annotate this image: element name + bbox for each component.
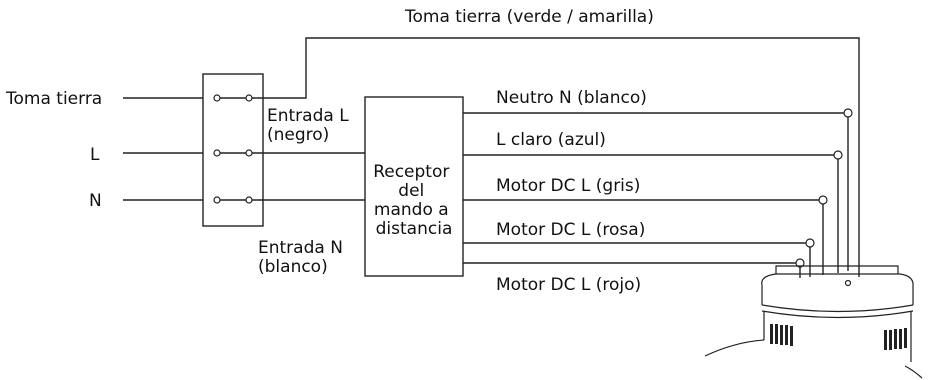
terminal-block <box>202 73 264 227</box>
receiver-label: Receptor del mando a distancia <box>373 162 455 239</box>
output-terminal-neutro <box>843 108 853 118</box>
receiver-box <box>364 96 464 277</box>
ground-wire-label: Toma tierra (verde / amarilla) <box>404 7 654 27</box>
ground-wire <box>252 37 860 277</box>
entrada-n-label: Entrada N (blanco) <box>258 238 348 277</box>
motor-unit <box>704 265 923 379</box>
input-ground-label: Toma tierra <box>5 89 102 109</box>
output-label-azul: L claro (azul) <box>496 130 606 150</box>
entrada-l-label: Entrada L (negro) <box>267 106 354 145</box>
output-terminal-azul <box>833 150 843 160</box>
terminal-line <box>213 149 253 157</box>
input-neutral-label: N <box>89 191 102 211</box>
output-terminal-gris <box>818 195 828 205</box>
input-line-label: L <box>90 145 100 165</box>
output-label-rojo: Motor DC L (rojo) <box>496 275 641 295</box>
output-terminal-rojo <box>795 258 805 268</box>
output-label-rosa: Motor DC L (rosa) <box>496 220 645 240</box>
output-wire-azul <box>463 154 839 273</box>
output-wire-rosa <box>463 242 811 277</box>
terminal-ground <box>213 94 253 102</box>
output-terminal-rosa <box>805 238 815 248</box>
output-label-gris: Motor DC L (gris) <box>496 176 640 196</box>
output-label-neutro: Neutro N (blanco) <box>496 88 647 108</box>
